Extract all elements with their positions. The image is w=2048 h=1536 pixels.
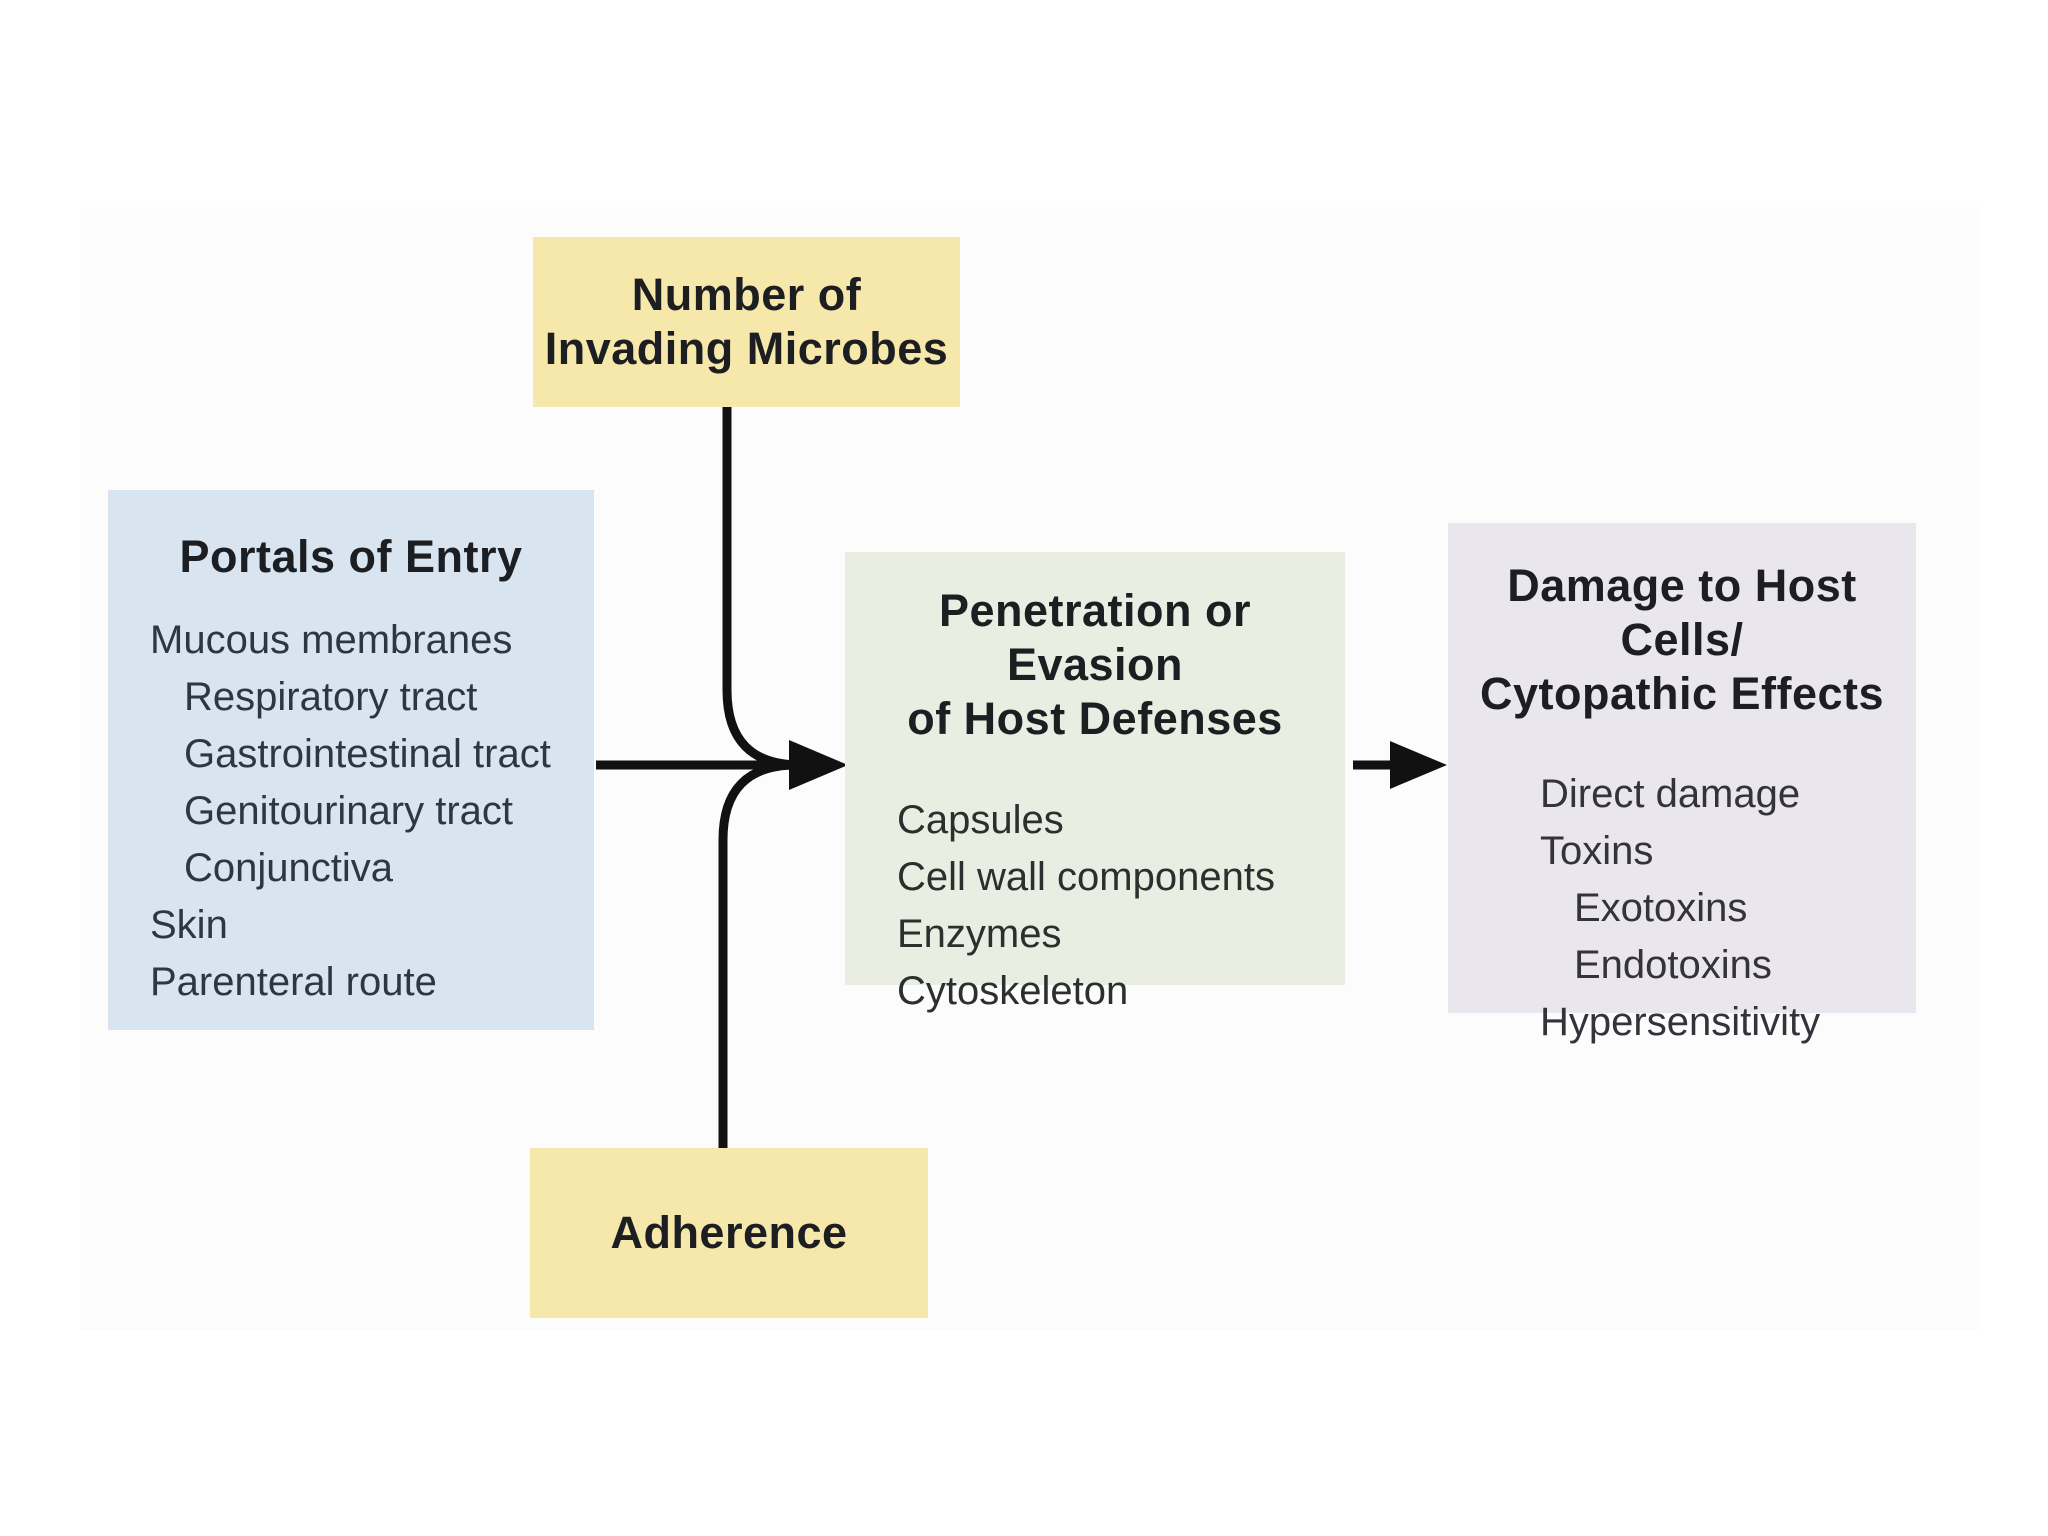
penetration-or-evasion-title: Penetration or Evasion of Host Defenses <box>845 584 1345 746</box>
number-title-line2: Invading Microbes <box>544 323 949 374</box>
list-item: Cell wall components <box>897 855 1275 899</box>
list-item: Skin <box>150 903 228 947</box>
list-item: Parenteral route <box>150 960 437 1004</box>
list-item: Genitourinary tract <box>184 789 514 833</box>
portals-of-entry-title: Portals of Entry <box>179 531 523 582</box>
portals-to-penetration-arrowhead <box>789 740 848 790</box>
portals-of-entry-list: Mucous membranes Respiratory tract Gastr… <box>108 612 594 1011</box>
list-item: Gastrointestinal tract <box>184 732 551 776</box>
penetration-title-line1: Penetration or Evasion <box>938 585 1252 690</box>
damage-list: Direct damage Toxins Exotoxins Endotoxin… <box>1448 766 1916 1051</box>
damage-title-line1: Damage to Host Cells/ <box>1507 560 1857 665</box>
list-item: Conjunctiva <box>184 846 394 890</box>
penetration-list: Capsules Cell wall components Enzymes Cy… <box>845 792 1345 1020</box>
damage-to-host-cells-box: Damage to Host Cells/ Cytopathic Effects… <box>1448 523 1916 1044</box>
number-of-invading-microbes-title: Number of Invading Microbes <box>545 268 949 376</box>
list-item: Respiratory tract <box>184 675 478 719</box>
list-item: Direct damage <box>1540 772 1801 816</box>
number-title-line1: Number of <box>631 269 862 320</box>
adherence-to-junction-connector <box>718 760 797 1148</box>
list-item: Hypersensitivity <box>1540 1000 1821 1044</box>
list-item: Toxins <box>1540 829 1654 873</box>
portals-of-entry-box: Portals of Entry Mucous membranes Respir… <box>108 490 594 1030</box>
adherence-label: Adherence <box>610 1207 848 1258</box>
list-item: Mucous membranes <box>150 618 513 662</box>
list-item: Capsules <box>897 798 1064 842</box>
list-item: Cytoskeleton <box>897 969 1129 1013</box>
adherence-box: Adherence <box>530 1148 928 1318</box>
damage-to-host-cells-title: Damage to Host Cells/ Cytopathic Effects <box>1448 559 1916 721</box>
list-item: Endotoxins <box>1574 943 1772 987</box>
list-item: Enzymes <box>897 912 1062 956</box>
list-item: Exotoxins <box>1574 886 1748 930</box>
penetration-to-damage-arrowhead <box>1390 741 1447 789</box>
penetration-title-line2: of Host Defenses <box>907 693 1283 744</box>
number-to-junction-connector <box>722 407 801 770</box>
penetration-or-evasion-box: Penetration or Evasion of Host Defenses … <box>845 552 1345 1013</box>
number-of-invading-microbes-box: Number of Invading Microbes <box>533 237 960 407</box>
damage-title-line2: Cytopathic Effects <box>1479 668 1885 719</box>
